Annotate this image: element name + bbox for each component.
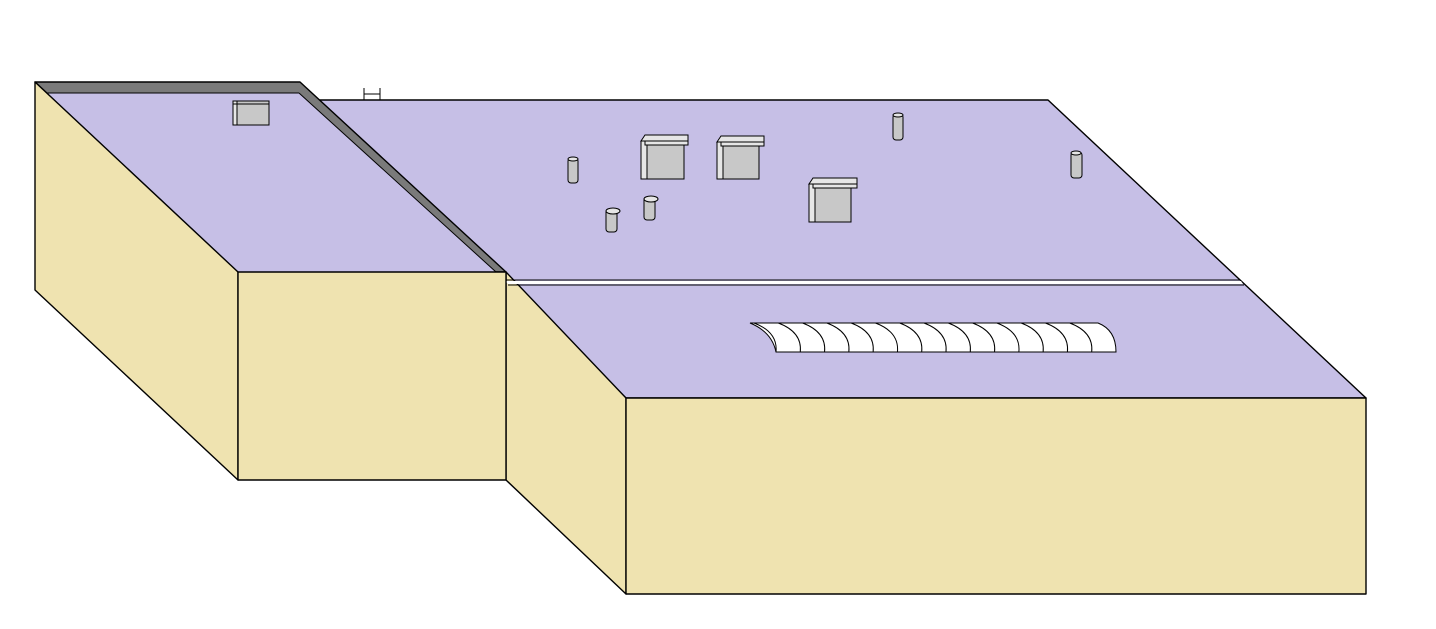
skylight-segment	[948, 322, 971, 353]
skylight-segment	[996, 322, 1020, 353]
left-block	[34, 81, 507, 481]
rooftop-unit	[808, 177, 858, 223]
skylight-segment	[850, 322, 874, 353]
skylight	[749, 322, 1117, 353]
vent-pipe	[892, 112, 904, 141]
skylight-segment	[778, 322, 801, 353]
right-block	[299, 88, 1367, 595]
skylight-segment	[1045, 322, 1069, 353]
vent-pipe	[643, 195, 659, 221]
rooftop-unit	[716, 135, 765, 180]
roof-unit	[232, 100, 270, 126]
roof-hatch	[363, 88, 381, 100]
skylight-segment	[1069, 322, 1093, 353]
skylight-segment	[875, 322, 899, 353]
skylight-segment	[826, 322, 850, 353]
right-wall-front	[625, 397, 1367, 595]
skylight-segment	[923, 322, 947, 353]
vent-pipe	[1070, 150, 1083, 179]
skylight-segment	[972, 322, 996, 353]
skylight-segment	[753, 322, 777, 353]
skylight-segment	[1020, 322, 1044, 353]
left-roof	[47, 93, 496, 272]
skylight-segment	[802, 322, 826, 353]
vent-pipe	[605, 207, 621, 233]
rooftop-unit	[640, 134, 689, 180]
vent-pipe	[567, 156, 579, 184]
roof-seam	[505, 279, 1244, 286]
skylight-segment	[899, 322, 923, 353]
left-wall-front	[237, 271, 507, 481]
